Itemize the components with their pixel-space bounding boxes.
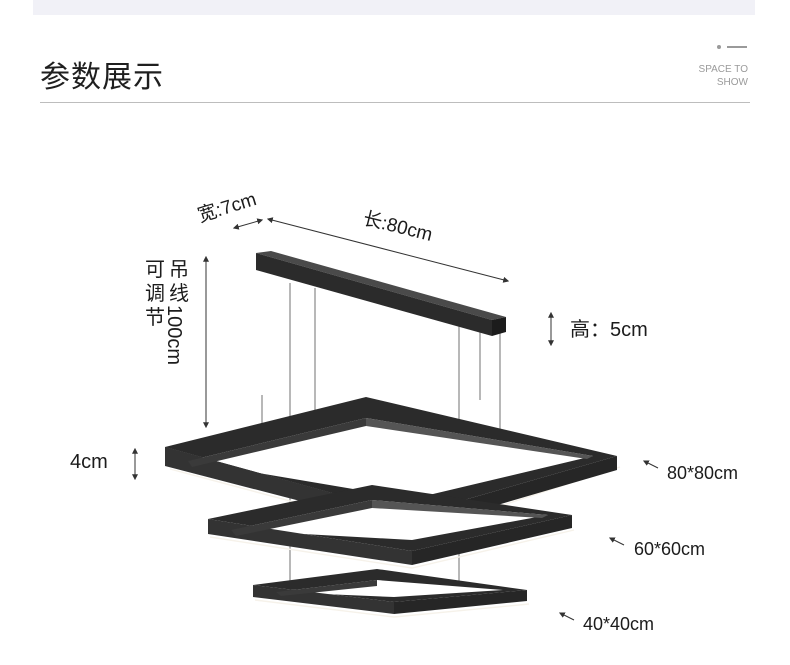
length-label: 长:80cm xyxy=(361,208,435,246)
section-title: 参数展示 xyxy=(40,60,164,95)
ring-80-label: 80*80cm xyxy=(667,463,738,483)
canopy-bar xyxy=(256,251,506,336)
cable-char-5: 线 xyxy=(169,282,189,305)
thickness-label: 4cm xyxy=(70,451,108,473)
cable-char-4: 吊 xyxy=(169,259,189,281)
top-band xyxy=(33,0,755,15)
cable-length-label: 100cm xyxy=(163,305,185,365)
cable-char-2: 调 xyxy=(145,282,165,305)
title-divider xyxy=(40,102,750,103)
width-label: 宽:7cm xyxy=(195,188,259,227)
width-dimension: 宽:7cm xyxy=(195,188,264,230)
height-label: 高：5cm xyxy=(570,318,648,341)
side-caption: SPACE TO SHOW xyxy=(699,63,748,89)
ring-40-label: 40*40cm xyxy=(583,614,654,634)
decor-dot xyxy=(717,45,721,49)
ring-40 xyxy=(253,569,530,618)
ring-80-callout: 80*80cm xyxy=(642,460,738,483)
ring-60 xyxy=(208,485,575,569)
thickness-dimension: 4cm xyxy=(70,447,138,481)
cable-char-1: 可 xyxy=(145,259,165,281)
decor-bar xyxy=(727,46,747,48)
ring-60-callout: 60*60cm xyxy=(608,537,705,559)
side-caption-line2: SHOW xyxy=(716,77,748,88)
height-dimension: 高：5cm xyxy=(548,311,648,347)
cable-dimension: 可 调 节 吊 线 100cm xyxy=(145,255,209,429)
ring-60-label: 60*60cm xyxy=(634,539,705,559)
ring-40-callout: 40*40cm xyxy=(558,612,654,634)
side-caption-line1: SPACE TO xyxy=(698,64,748,75)
cable-char-3: 节 xyxy=(145,306,165,329)
